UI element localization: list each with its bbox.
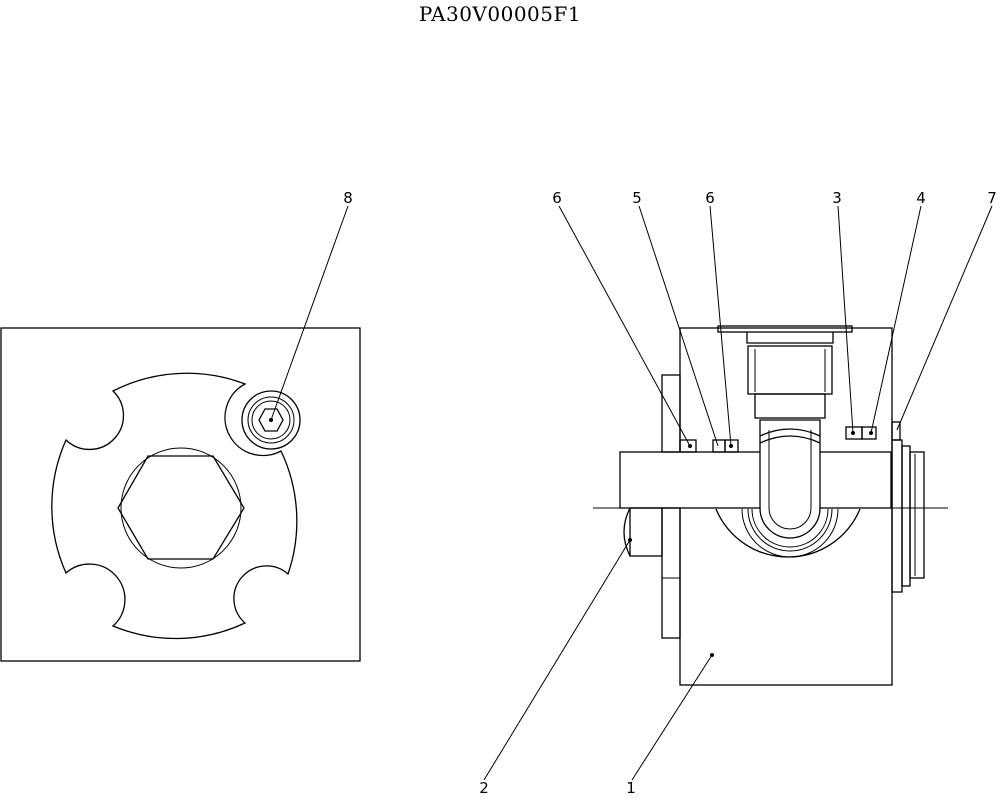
left-flange-upper [661, 374, 681, 453]
callout-2: 2 [479, 779, 489, 797]
front-view [0, 327, 361, 662]
callout-6-right: 6 [705, 189, 715, 207]
leader-lines [269, 205, 993, 781]
hex-circle [120, 447, 242, 569]
callout-6-left: 6 [552, 189, 562, 207]
plug-item-8 [241, 390, 301, 450]
callout-8: 8 [343, 189, 353, 207]
callout-7: 7 [987, 189, 997, 207]
callout-labels: 1 2 3 4 5 6 6 7 8 [343, 189, 997, 797]
seal-item-6-right [724, 439, 739, 453]
drawing-title: PA30V00005F1 [418, 2, 582, 26]
cap-item-2 [629, 507, 663, 557]
callout-5: 5 [632, 189, 642, 207]
hex-nut [117, 455, 245, 560]
seal-item-4 [861, 426, 877, 440]
seal-item-5 [712, 439, 726, 453]
side-view [593, 325, 948, 686]
front-view-plate [0, 327, 361, 662]
vertical-passage [759, 419, 821, 539]
lobed-flange [51, 372, 298, 640]
left-flange-lower [661, 507, 681, 639]
callout-1: 1 [626, 779, 636, 797]
port-fitting [747, 345, 833, 395]
spool-bore [619, 451, 892, 509]
callout-3: 3 [832, 189, 842, 207]
callout-4: 4 [916, 189, 926, 207]
end-cap [909, 451, 925, 579]
